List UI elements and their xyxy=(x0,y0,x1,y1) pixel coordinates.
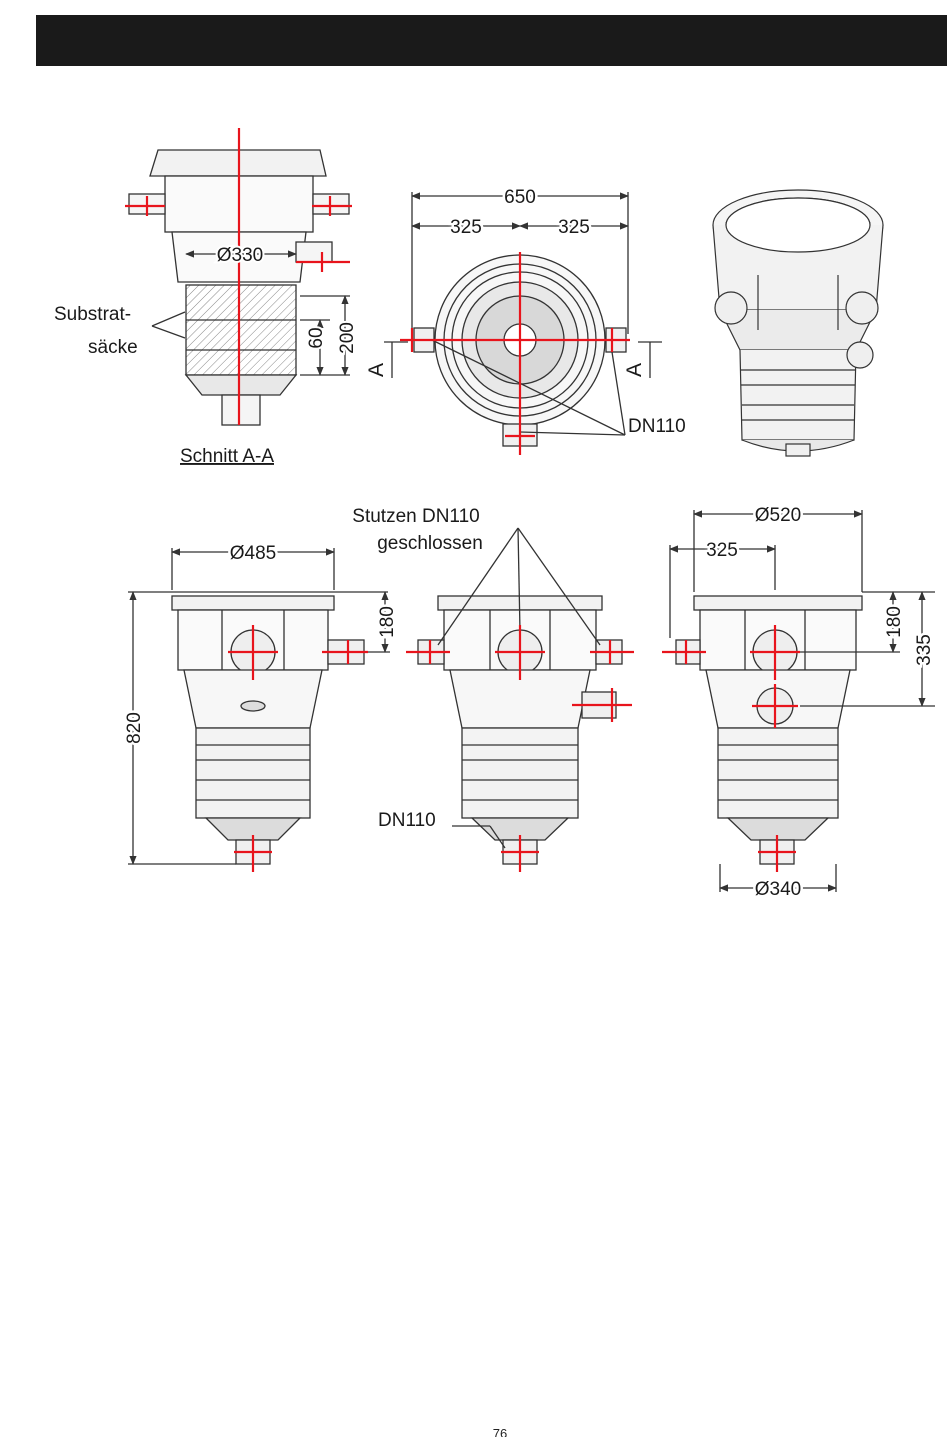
right-dia-bottom: Ø340 xyxy=(755,879,801,900)
middle-dn110-label: DN110 xyxy=(378,810,436,831)
left-dim-180: 180 xyxy=(377,606,398,638)
substrat-label-line2: säcke xyxy=(88,337,138,358)
iso-view xyxy=(713,190,883,456)
plan-view xyxy=(384,192,662,446)
plan-dim-left: 325 xyxy=(450,217,482,238)
right-dim-335: 335 xyxy=(914,634,935,666)
side-view-middle xyxy=(418,528,622,864)
stutzen-label-line2: geschlossen xyxy=(377,533,483,554)
plan-dim-right: 325 xyxy=(558,217,590,238)
section-caption: Schnitt A-A xyxy=(180,446,274,467)
dim-60-label: 60 xyxy=(306,327,327,348)
left-dim-820: 820 xyxy=(124,712,145,744)
stutzen-label-line1: Stutzen DN110 xyxy=(352,506,479,527)
right-dim-180: 180 xyxy=(884,606,905,638)
plan-pipe-label: DN110 xyxy=(628,416,686,437)
side-view-right xyxy=(670,510,935,892)
right-dim-325: 325 xyxy=(706,540,738,561)
section-dia-label: Ø330 xyxy=(217,245,263,266)
plan-dim-total: 650 xyxy=(504,187,536,208)
section-mark-left: A xyxy=(365,363,388,377)
section-mark-right: A xyxy=(623,363,646,377)
right-dia-top: Ø520 xyxy=(755,505,801,526)
side-view-left xyxy=(128,548,390,864)
page-number: 76 xyxy=(470,1427,530,1437)
dim-200-label: 200 xyxy=(337,322,358,354)
left-dia-label: Ø485 xyxy=(230,543,276,564)
substrat-label-line1: Substrat- xyxy=(54,304,131,325)
